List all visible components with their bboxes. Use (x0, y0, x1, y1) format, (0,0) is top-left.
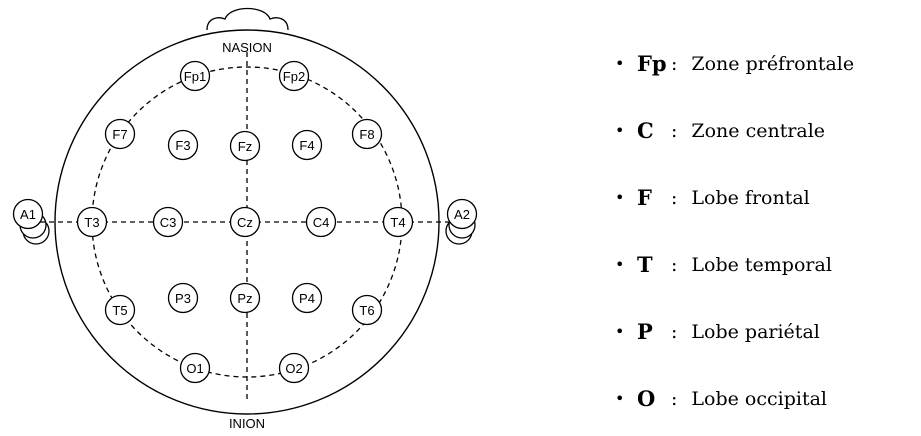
svg-text:O1: O1 (186, 361, 203, 376)
svg-text:T4: T4 (390, 215, 405, 230)
legend-code: F (637, 185, 652, 210)
legend-separator: : (671, 186, 678, 209)
nose-outline (206, 7, 289, 31)
region-legend: • Fp : Zone préfrontale • C : Zone centr… (615, 30, 854, 432)
legend-text: Lobe temporal (691, 253, 832, 276)
electrode-f3: F3 (167, 129, 199, 161)
legend-item-t: • T : Lobe temporal (615, 231, 854, 298)
electrode-t5: T5 (104, 294, 136, 326)
legend-code: Fp (637, 51, 667, 76)
electrode-f8: F8 (351, 118, 383, 150)
svg-text:Pz: Pz (237, 291, 252, 306)
svg-text:P3: P3 (175, 291, 191, 306)
svg-text:C4: C4 (313, 215, 330, 230)
svg-text:Fz: Fz (238, 139, 252, 154)
electrode-p4: P4 (291, 282, 323, 314)
legend-item-f: • F : Lobe frontal (615, 164, 854, 231)
electrode-pz: Pz (229, 282, 261, 314)
svg-text:P4: P4 (299, 291, 315, 306)
legend-separator: : (671, 119, 678, 142)
legend-text: Lobe occipital (691, 387, 827, 410)
legend-separator: : (671, 387, 678, 410)
electrode-c4: C4 (305, 206, 337, 238)
svg-text:A1: A1 (20, 207, 36, 222)
svg-text:Cz: Cz (237, 215, 253, 230)
nasion-label: NASION (222, 40, 272, 55)
legend-text: Lobe pariétal (691, 320, 820, 343)
electrode-f4: F4 (291, 129, 323, 161)
svg-text:F8: F8 (359, 127, 374, 142)
legend-separator: : (671, 52, 678, 75)
electrode-c3: C3 (152, 206, 184, 238)
electrode-p3: P3 (167, 282, 199, 314)
electrode-o2: O2 (278, 352, 310, 384)
electrode-fp2: Fp2 (278, 60, 310, 92)
eeg-electrode-diagram: NASION INION Fp1 Fp2 F7 F3 Fz F4 F8 A1 T… (12, 7, 478, 431)
bullet-icon: • (615, 255, 625, 274)
electrode-a2: A2 (446, 198, 478, 230)
svg-text:F7: F7 (112, 127, 127, 142)
electrode-fp1: Fp1 (179, 60, 211, 92)
svg-text:T5: T5 (112, 303, 127, 318)
legend-separator: : (671, 320, 678, 343)
legend-code: C (637, 118, 654, 143)
svg-text:F4: F4 (299, 138, 314, 153)
electrode-f7: F7 (104, 118, 136, 150)
legend-item-c: • C : Zone centrale (615, 97, 854, 164)
electrode-cz: Cz (229, 206, 261, 238)
legend-text: Zone centrale (691, 119, 826, 142)
bullet-icon: • (615, 322, 625, 341)
bullet-icon: • (615, 188, 625, 207)
electrode-o1: O1 (179, 352, 211, 384)
bullet-icon: • (615, 54, 625, 73)
svg-text:F3: F3 (175, 138, 190, 153)
electrode-fz: Fz (229, 130, 261, 162)
legend-separator: : (671, 253, 678, 276)
legend-code: T (637, 252, 653, 277)
legend-text: Zone préfrontale (691, 52, 855, 75)
svg-text:C3: C3 (160, 215, 177, 230)
inion-label: INION (229, 416, 265, 431)
electrode-t6: T6 (351, 294, 383, 326)
svg-text:Fp2: Fp2 (283, 69, 305, 84)
bullet-icon: • (615, 121, 625, 140)
legend-text: Lobe frontal (691, 186, 810, 209)
svg-text:T6: T6 (359, 303, 374, 318)
legend-item-o: • O : Lobe occipital (615, 365, 854, 432)
electrode-a1: A1 (12, 198, 44, 230)
legend-code: O (637, 386, 656, 411)
bullet-icon: • (615, 389, 625, 408)
legend-item-fp: • Fp : Zone préfrontale (615, 30, 854, 97)
electrode-t4: T4 (382, 206, 414, 238)
svg-text:O2: O2 (285, 361, 302, 376)
svg-text:T3: T3 (84, 215, 99, 230)
legend-item-p: • P : Lobe pariétal (615, 298, 854, 365)
svg-text:Fp1: Fp1 (184, 69, 206, 84)
svg-text:A2: A2 (454, 207, 470, 222)
electrode-t3: T3 (76, 206, 108, 238)
legend-code: P (637, 319, 653, 344)
